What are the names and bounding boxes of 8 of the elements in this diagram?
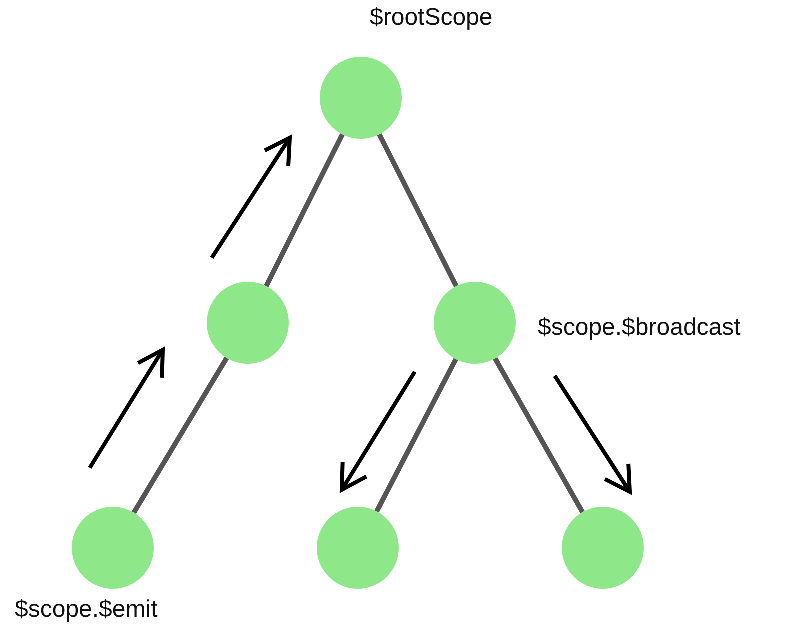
connector-line [264, 134, 345, 288]
connector-line [132, 356, 230, 514]
node-label: $scope.$emit [15, 598, 158, 622]
connector-line [374, 358, 458, 513]
connector-line [493, 357, 585, 514]
node-label: $scope.$broadcast [538, 316, 741, 340]
node-label: $rootScope [370, 6, 493, 30]
connector-line [377, 133, 459, 288]
